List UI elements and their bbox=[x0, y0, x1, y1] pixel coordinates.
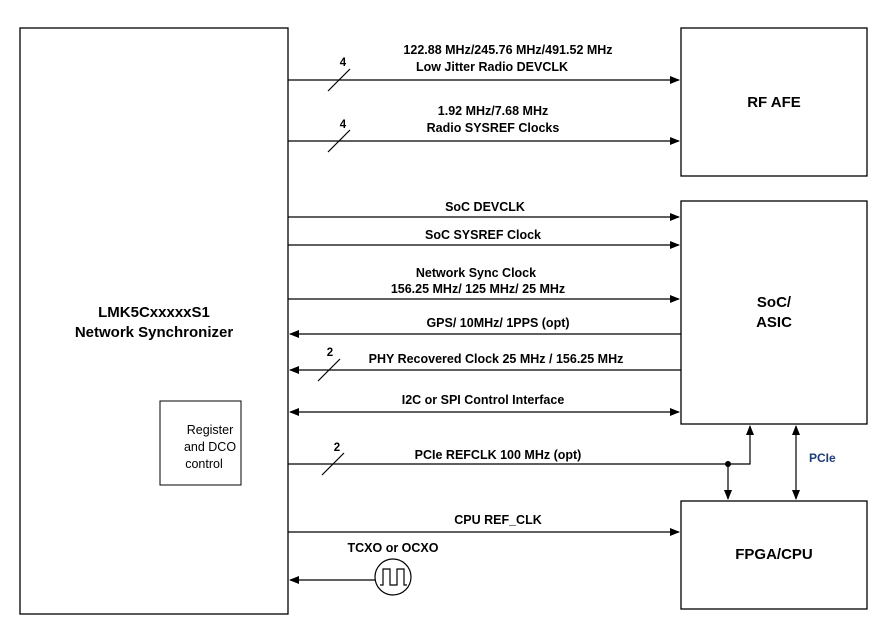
sysref-bus-width: 4 bbox=[340, 119, 347, 131]
register-label-line-3: control bbox=[185, 457, 223, 471]
fpga-cpu-label: FPGA/CPU bbox=[735, 546, 813, 563]
sysref-label-line-1: 1.92 MHz/7.68 MHz bbox=[438, 104, 548, 118]
gps-label: GPS/ 10MHz/ 1PPS (opt) bbox=[426, 316, 569, 330]
devclk-label-line-2: Low Jitter Radio DEVCLK bbox=[416, 60, 568, 74]
soc-sysref-label: SoC SYSREF Clock bbox=[425, 228, 541, 242]
soc-label-line-1: SoC/ bbox=[757, 294, 792, 311]
sysref-label-line-2: Radio SYSREF Clocks bbox=[427, 121, 560, 135]
netsync-label-line-1: Network Sync Clock bbox=[416, 266, 536, 280]
oscillator-icon bbox=[374, 558, 412, 596]
sysref-bus-slash bbox=[327, 129, 351, 153]
pcie-refclk-bus-width: 2 bbox=[334, 442, 340, 454]
register-label-line-1: Register bbox=[187, 423, 234, 437]
phy-bus-width: 2 bbox=[327, 347, 333, 359]
devclk-label-line-1: 122.88 MHz/245.76 MHz/491.52 MHz bbox=[403, 43, 612, 57]
devclk-bus-slash bbox=[327, 68, 351, 92]
synchronizer-label-line-2: Network Synchronizer bbox=[75, 324, 234, 341]
soc-devclk-label: SoC DEVCLK bbox=[445, 200, 525, 214]
tcxo-label: TCXO or OCXO bbox=[348, 541, 439, 555]
pcie-label: PCIe bbox=[809, 451, 836, 465]
soc-label-line-2: ASIC bbox=[756, 314, 792, 331]
fpga-cpu-block bbox=[680, 500, 868, 610]
synchronizer-block bbox=[19, 27, 289, 615]
cpu-ref-label: CPU REF_CLK bbox=[454, 513, 542, 527]
rf-afe-label: RF AFE bbox=[747, 94, 801, 111]
pcie-refclk-bus-slash bbox=[321, 452, 345, 476]
phy-label: PHY Recovered Clock 25 MHz / 156.25 MHz bbox=[369, 352, 624, 366]
i2c-label: I2C or SPI Control Interface bbox=[402, 393, 565, 407]
synchronizer-label-line-1: LMK5CxxxxxS1 bbox=[98, 304, 210, 321]
register-label-line-2: and DCO bbox=[184, 440, 236, 454]
netsync-label-line-2: 156.25 MHz/ 125 MHz/ 25 MHz bbox=[391, 282, 565, 296]
soc-asic-block bbox=[680, 200, 868, 425]
oscillator-waveform-icon bbox=[380, 568, 407, 586]
pcie-refclk-label: PCIe REFCLK 100 MHz (opt) bbox=[415, 448, 582, 462]
register-dco-block bbox=[159, 400, 242, 486]
rf-afe-block bbox=[680, 27, 868, 177]
phy-bus-slash bbox=[317, 358, 341, 382]
pcie-refclk-to-soc bbox=[728, 425, 754, 465]
devclk-bus-width: 4 bbox=[340, 57, 347, 69]
